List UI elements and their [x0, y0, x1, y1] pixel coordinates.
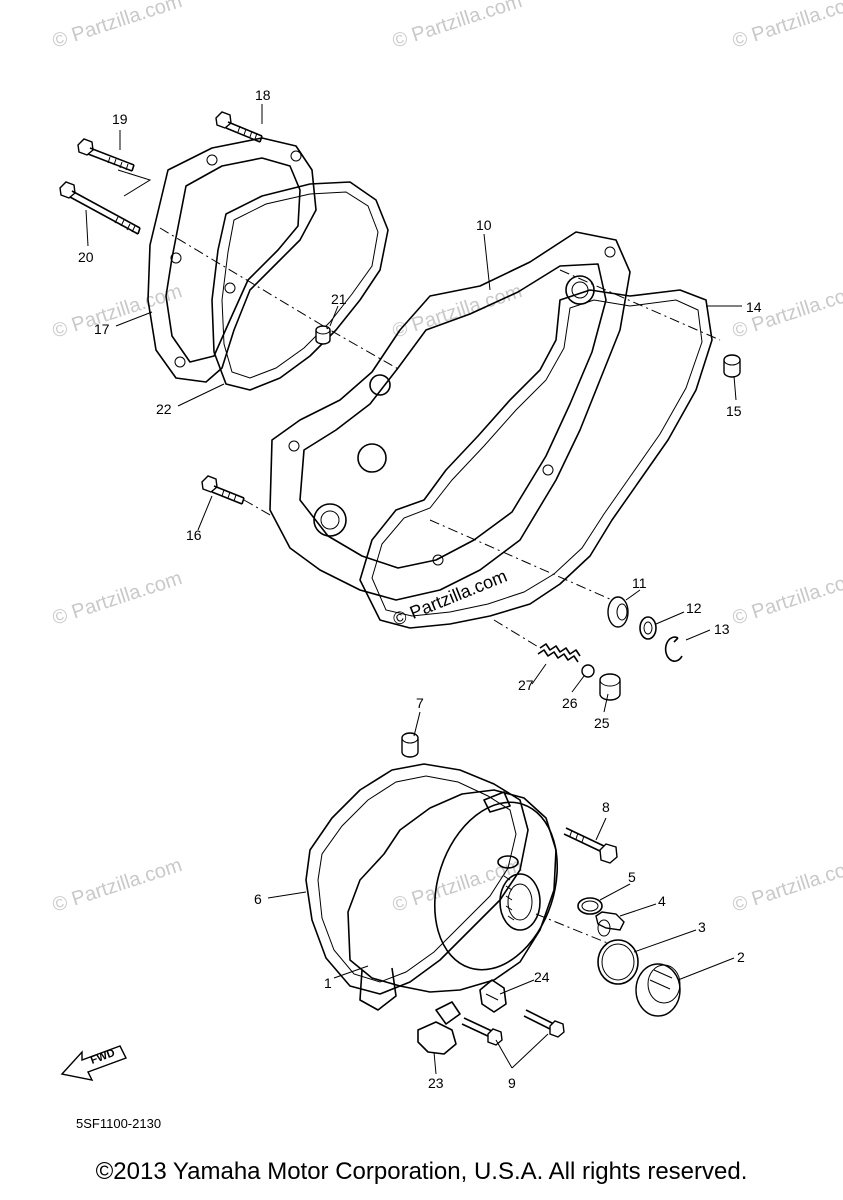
- callout-13: 13: [714, 621, 730, 637]
- watermarks: © Partzilla.com © Partzilla.com © Partzi…: [50, 0, 843, 917]
- callout-16: 16: [186, 527, 202, 543]
- oil-seal-11: [607, 596, 629, 628]
- o-ring-3-inner: [601, 943, 635, 981]
- callout-5: 5: [628, 869, 636, 885]
- copyright-notice: ©2013 Yamaha Motor Corporation, U.S.A. A…: [95, 1158, 748, 1185]
- callout-27: 27: [518, 677, 534, 693]
- centerline: [429, 519, 613, 601]
- watermark: © Partzilla.com: [50, 0, 185, 53]
- o-ring-5-inner: [581, 900, 599, 912]
- cap-2: [635, 963, 681, 1017]
- lower-centerline: [535, 913, 611, 945]
- callout-2: 2: [737, 949, 745, 965]
- callout-19: 19: [112, 111, 128, 127]
- callout-20: 20: [78, 249, 94, 265]
- watermark: © Partzilla.com: [50, 854, 185, 917]
- watermark: © Partzilla.com: [390, 0, 525, 53]
- callout-10: 10: [476, 217, 492, 233]
- callout-25: 25: [594, 715, 610, 731]
- o-ring-3: [597, 939, 639, 985]
- washer-12: [639, 616, 657, 640]
- gasket-22: [211, 181, 389, 391]
- ball-26: [581, 664, 595, 678]
- callout-21: 21: [331, 291, 347, 307]
- plug-4: [595, 911, 625, 937]
- spring-line: [493, 619, 541, 649]
- gasket-22-inner: [221, 191, 379, 379]
- circlip-13: [664, 636, 683, 662]
- callout-15: 15: [726, 403, 742, 419]
- callout-24: 24: [534, 969, 550, 985]
- o-ring-5: [577, 897, 603, 915]
- clamp-24: [479, 979, 507, 1013]
- spring-27: [537, 643, 581, 663]
- diagram-code: 5SF1100-2130: [76, 1116, 161, 1131]
- plug-25: [599, 673, 621, 701]
- centerline: [159, 227, 401, 371]
- crankcase-cover-10: [269, 231, 631, 601]
- callouts: 18 19 20 17 21 22 10 14 15 16 11 12 13 2…: [78, 87, 762, 1091]
- bolt-16: [201, 475, 245, 505]
- callout-14: 14: [746, 299, 762, 315]
- watermark: © Partzilla.com: [730, 0, 843, 53]
- callout-26: 26: [562, 695, 578, 711]
- bolt-8: [563, 827, 618, 864]
- dowel-pin-15: [723, 354, 741, 378]
- callout-18: 18: [255, 87, 271, 103]
- callout-12: 12: [686, 600, 702, 616]
- bolt-20: [59, 181, 141, 235]
- magneto-cover-1: [347, 789, 559, 1011]
- watermark: © Partzilla.com: [50, 567, 185, 630]
- callout-3: 3: [698, 919, 706, 935]
- callout-22: 22: [156, 401, 172, 417]
- callout-23: 23: [428, 1075, 444, 1091]
- leader-lines: [85, 104, 742, 1075]
- dowel-pin-21: [315, 325, 331, 345]
- watermark: © Partzilla.com: [50, 280, 185, 343]
- watermark: © Partzilla.com: [730, 854, 843, 917]
- gasket-14: [359, 289, 713, 629]
- watermark: © Partzilla.com: [730, 567, 843, 630]
- bolt-16-line: [243, 499, 273, 517]
- watermark: © Partzilla.com: [390, 280, 525, 343]
- callout-6: 6: [254, 891, 262, 907]
- bolt-18: [215, 111, 263, 143]
- callout-7: 7: [416, 695, 424, 711]
- callout-17: 17: [94, 321, 110, 337]
- gasket-6: [305, 763, 529, 995]
- callout-11: 11: [632, 575, 647, 591]
- clamp-23: [417, 1001, 461, 1055]
- callout-4: 4: [658, 893, 666, 909]
- fwd-arrow-icon: FWD: [60, 1045, 127, 1081]
- callout-8: 8: [602, 799, 610, 815]
- bolt-9a: [461, 1017, 503, 1046]
- callout-1: 1: [324, 975, 332, 991]
- bolt-19-guide: [117, 169, 152, 197]
- callout-9: 9: [508, 1075, 516, 1091]
- bolt-19: [77, 138, 135, 172]
- clutch-cover-17: [147, 137, 317, 383]
- bolt-9b: [523, 1009, 565, 1038]
- dowel-pin-7: [401, 732, 419, 758]
